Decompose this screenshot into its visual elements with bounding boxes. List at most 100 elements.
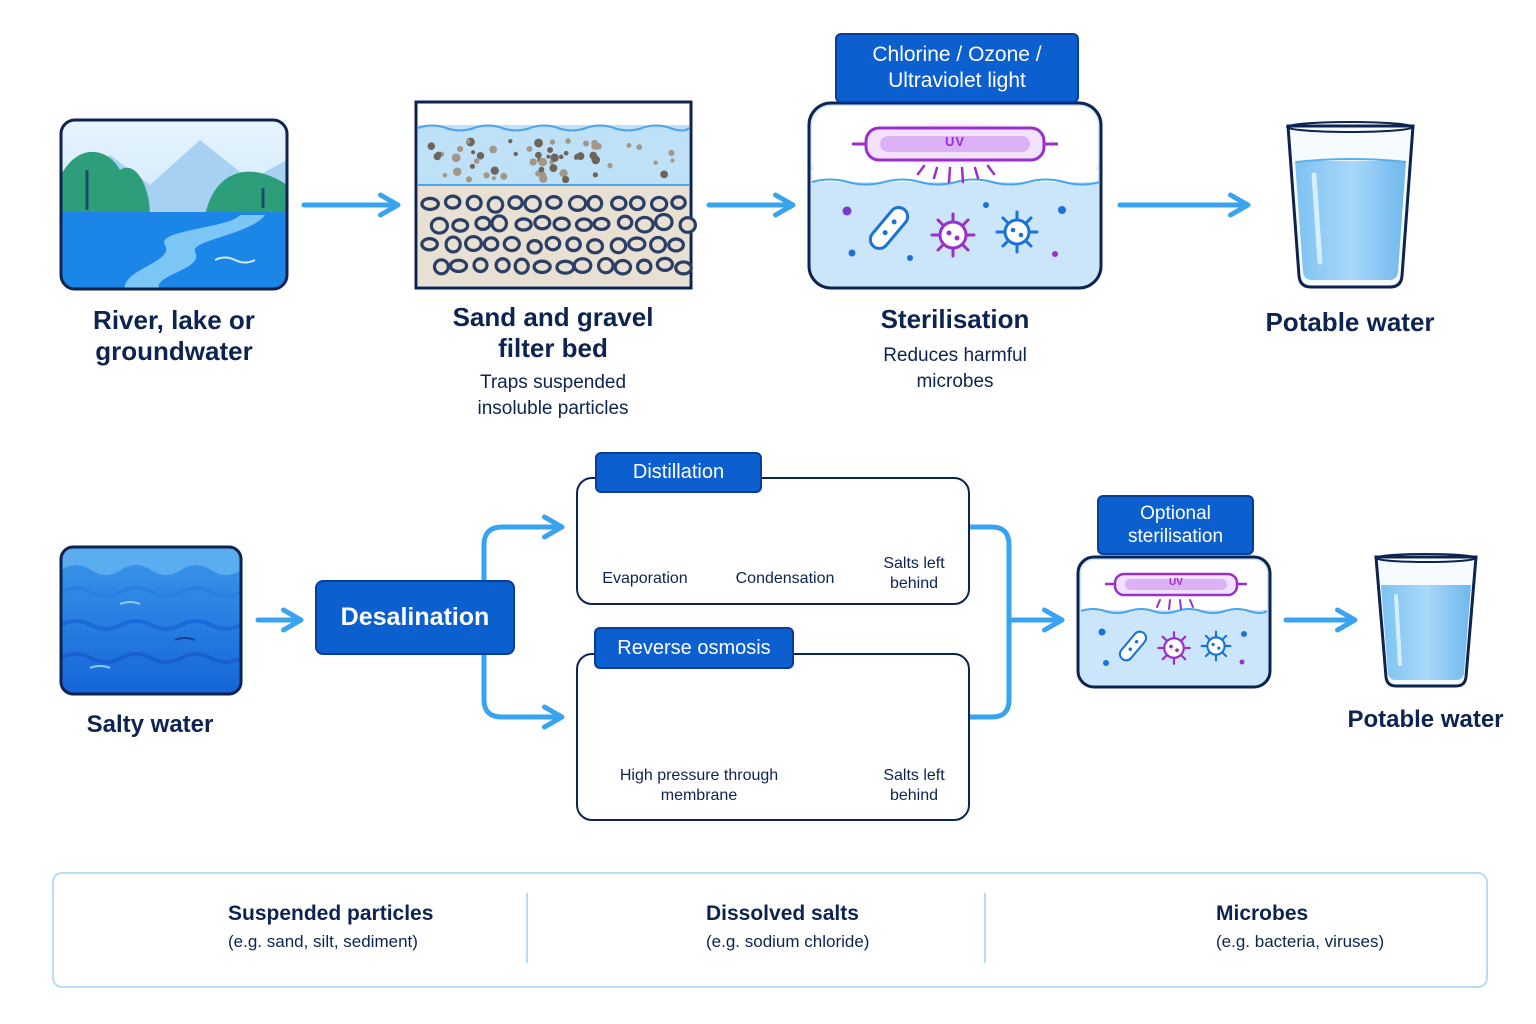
legend-sub-particles: (e.g. sand, silt, sediment): [228, 932, 418, 951]
membrane-label: High pressure through membrane: [619, 767, 779, 804]
gravel-pebble: [649, 235, 668, 254]
distillation-panel: [576, 477, 970, 605]
gravel-pebble: [628, 195, 646, 212]
gravel-pebble: [586, 238, 605, 255]
gravel-pebble: [513, 257, 530, 275]
gravel-pebble: [532, 259, 552, 275]
filter-bed-label: Sand and gravel filter bed: [452, 302, 654, 363]
particle-dot: [490, 166, 499, 175]
particle-dot: [539, 174, 548, 183]
river-landscape-image: [59, 118, 289, 291]
particle-dot: [547, 147, 554, 154]
sterilisation-label: Sterilisation: [880, 304, 1030, 334]
gravel-pebble: [482, 236, 500, 252]
filter-bed-image: [414, 100, 697, 290]
distillation-tag: Distillation: [595, 452, 762, 493]
source-label: River, lake or groundwater: [93, 305, 255, 366]
legend-panel: [52, 872, 1488, 988]
gravel-pebble: [494, 257, 511, 274]
legend-divider: [984, 893, 986, 963]
gravel-pebble: [526, 238, 543, 255]
gravel-pebble: [613, 258, 633, 276]
particle-dot: [491, 176, 496, 181]
particle-dot: [513, 151, 518, 157]
particle-dot: [538, 166, 545, 173]
particle-dot: [535, 151, 542, 159]
gravel-pebble: [448, 258, 469, 274]
particle-dot: [592, 172, 598, 178]
particle-dot: [573, 155, 579, 160]
sterilisation-description: Reduces harmful microbes: [883, 345, 1027, 392]
desalination-box: Desalination: [315, 580, 515, 655]
gravel-pebble: [490, 214, 509, 233]
particle-dot: [526, 145, 533, 152]
legend-sub-salts: (e.g. sodium chloride): [706, 932, 870, 951]
salts-left-label-ro: Salts left behind: [883, 767, 945, 804]
gravel-pebble: [444, 235, 462, 254]
gravel-pebble: [420, 196, 440, 212]
particle-dot: [670, 158, 675, 163]
particle-dot: [476, 152, 485, 160]
particle-dot: [558, 154, 564, 160]
legend-title-particles: Suspended particles: [228, 902, 434, 925]
gravel-pebble: [552, 216, 571, 232]
particle-dot: [466, 139, 471, 144]
gravel-pebble: [586, 194, 604, 212]
legend-divider: [526, 893, 528, 963]
uv-lamp-label: UV: [944, 134, 966, 149]
particle-dot: [529, 158, 537, 166]
evaporation-label: Evaporation: [602, 570, 688, 587]
gravel-pebble: [674, 260, 693, 276]
particle-dot: [607, 162, 613, 169]
gravel-pebble: [610, 195, 628, 212]
gravel-pebble: [514, 217, 533, 232]
particle-dot: [582, 140, 590, 147]
particle-dot: [469, 163, 476, 169]
particle-dot: [591, 142, 599, 150]
particle-dot: [483, 172, 490, 179]
particle-dot: [653, 160, 658, 165]
particle-dot: [427, 142, 436, 150]
particle-dot: [549, 139, 556, 145]
gravel-pebble: [502, 235, 521, 253]
gravel-pebble: [670, 195, 687, 210]
reverse-osmosis-tag: Reverse osmosis: [594, 627, 794, 669]
particle-dot: [562, 176, 570, 184]
particle-dot: [465, 176, 473, 183]
particle-dot: [589, 151, 598, 160]
salty-water-image: [59, 545, 243, 696]
optional-sterilisation-tank: [1076, 555, 1272, 689]
particle-dot: [660, 170, 668, 179]
gravel-pebble: [635, 258, 653, 275]
particle-dot: [626, 143, 632, 148]
salty-water-label: Salty water: [86, 711, 214, 738]
gravel-pebble: [420, 237, 439, 252]
particle-dot: [668, 149, 675, 157]
gravel-pebble: [465, 194, 483, 212]
filter-bed-description: Traps suspended insoluble particles: [477, 372, 629, 419]
particle-dot: [456, 145, 464, 153]
gravel-pebble: [634, 215, 655, 234]
optional-sterilisation-tag: Optional sterilisation: [1097, 495, 1254, 555]
particle-dot: [451, 153, 461, 163]
gravel-pebble: [507, 195, 524, 211]
gravel-pebble: [544, 235, 562, 252]
particle-dot: [546, 154, 551, 159]
gravel-pebble: [523, 194, 542, 213]
gravel-pebble: [451, 218, 470, 233]
gravel-pebble: [616, 214, 634, 231]
gravel-pebble: [429, 216, 449, 235]
gravel-pebble: [432, 258, 450, 276]
particle-dot: [489, 145, 497, 154]
glass-of-water-icon-bottom: [1374, 553, 1478, 688]
gravel-pebble: [592, 216, 611, 232]
particle-dot: [453, 167, 462, 176]
gravel-pebble: [596, 256, 615, 275]
particle-dot: [636, 144, 643, 150]
gravel-pebble: [627, 236, 647, 252]
gravel-pebble: [533, 214, 552, 231]
sterilisation-tank: [807, 101, 1103, 290]
particle-dot: [473, 158, 480, 164]
potable-water-label-bottom: Potable water: [1347, 706, 1504, 733]
particle-dot: [550, 153, 559, 162]
